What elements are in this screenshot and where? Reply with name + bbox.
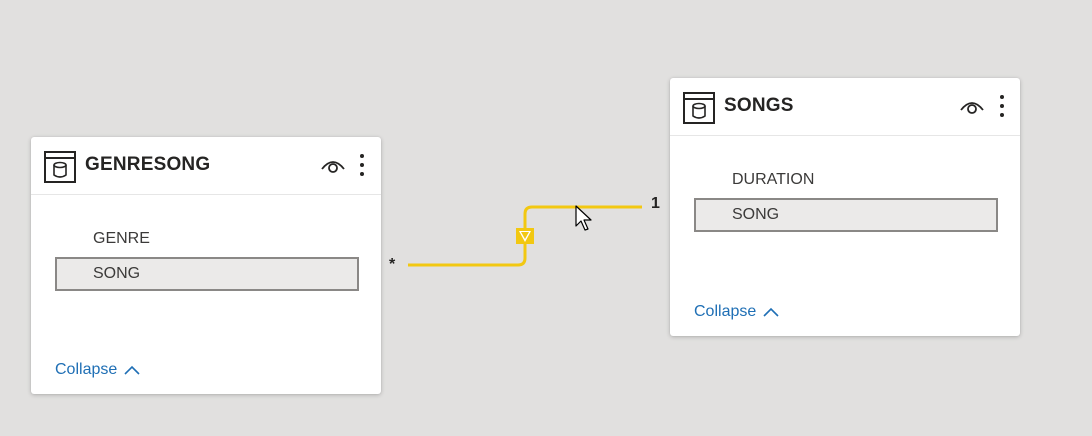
chevron-up-icon [763,307,779,317]
cardinality-many-label: * [389,256,396,273]
more-options-icon[interactable] [356,152,368,178]
more-options-icon[interactable] [996,93,1008,119]
table-card-header[interactable]: GENRESONG [31,137,381,195]
collapse-link[interactable]: Collapse [55,361,141,379]
filter-direction-arrow-icon [516,228,534,244]
eye-icon[interactable] [320,157,346,175]
table-icon [44,151,76,183]
field-duration[interactable]: DURATION [732,171,815,188]
field-song[interactable]: SONG [55,257,359,291]
table-icon [683,92,715,124]
chevron-up-icon [124,365,140,375]
mouse-cursor-icon [575,205,592,231]
table-title: SONGS [724,95,794,116]
collapse-label: Collapse [694,303,757,320]
collapse-label: Collapse [55,361,118,378]
field-genre[interactable]: GENRE [93,230,150,247]
field-song[interactable]: SONG [694,198,998,232]
eye-icon[interactable] [959,98,985,116]
table-card-header[interactable]: SONGS [670,78,1020,136]
table-card-genresong[interactable]: GENRESONG GENRE SONG Collapse [31,137,381,394]
cardinality-one-label: 1 [651,195,660,212]
table-title: GENRESONG [85,154,211,175]
table-card-songs[interactable]: SONGS DURATION SONG Collapse [670,78,1020,336]
collapse-link[interactable]: Collapse [694,303,780,321]
